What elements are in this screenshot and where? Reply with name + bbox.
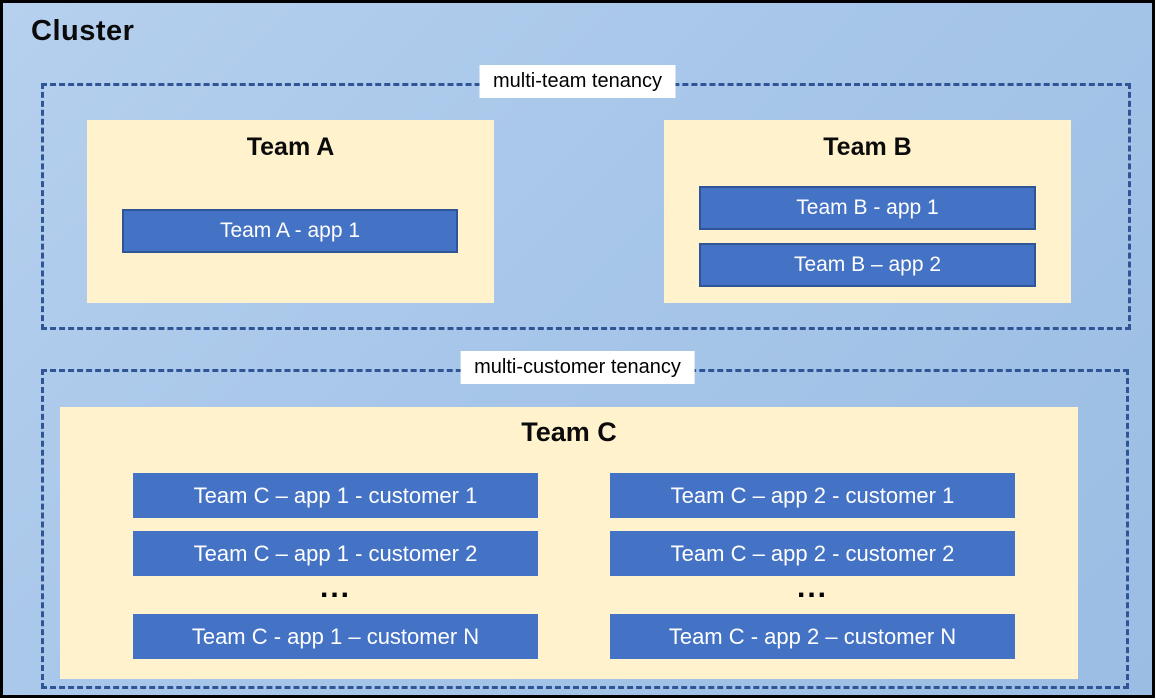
team-a-box: Team A Team A - app 1 (87, 120, 494, 303)
team-a-app-1-box: Team A - app 1 (122, 209, 458, 253)
team-c-app2-customerN-box: Team C - app 2 – customer N (610, 614, 1015, 659)
team-b-box: Team B Team B - app 1 Team B – app 2 (664, 120, 1071, 303)
team-c-app1-column: Team C – app 1 - customer 1 Team C – app… (133, 473, 538, 663)
team-c-app1-customer1-box: Team C – app 1 - customer 1 (133, 473, 538, 518)
team-b-app-2-box: Team B – app 2 (699, 243, 1036, 287)
team-c-box: Team C Team C – app 1 - customer 1 Team … (60, 407, 1078, 679)
team-c-app2-column: Team C – app 2 - customer 1 Team C – app… (610, 473, 1015, 663)
team-c-title: Team C (521, 417, 617, 447)
team-c-app1-ellipsis-text: ... (319, 571, 351, 604)
team-b-title: Team B (823, 133, 912, 161)
team-b-app-1-box: Team B - app 1 (699, 186, 1036, 230)
multi-team-tenancy-label: multi-team tenancy (479, 65, 676, 98)
cluster-title: Cluster (31, 15, 135, 47)
team-c-app1-customer2-box: Team C – app 1 - customer 2 (133, 531, 538, 576)
team-a-title: Team A (246, 133, 335, 161)
team-c-app1-ellipsis: ... (133, 571, 538, 614)
team-c-app2-ellipsis: ... (610, 571, 1015, 614)
team-c-app2-ellipsis-text: ... (796, 571, 828, 604)
multi-customer-tenancy-label: multi-customer tenancy (460, 351, 695, 384)
team-c-app2-customer2-box: Team C – app 2 - customer 2 (610, 531, 1015, 576)
team-c-app1-customerN-box: Team C - app 1 – customer N (133, 614, 538, 659)
team-c-app2-customer1-box: Team C – app 2 - customer 1 (610, 473, 1015, 518)
